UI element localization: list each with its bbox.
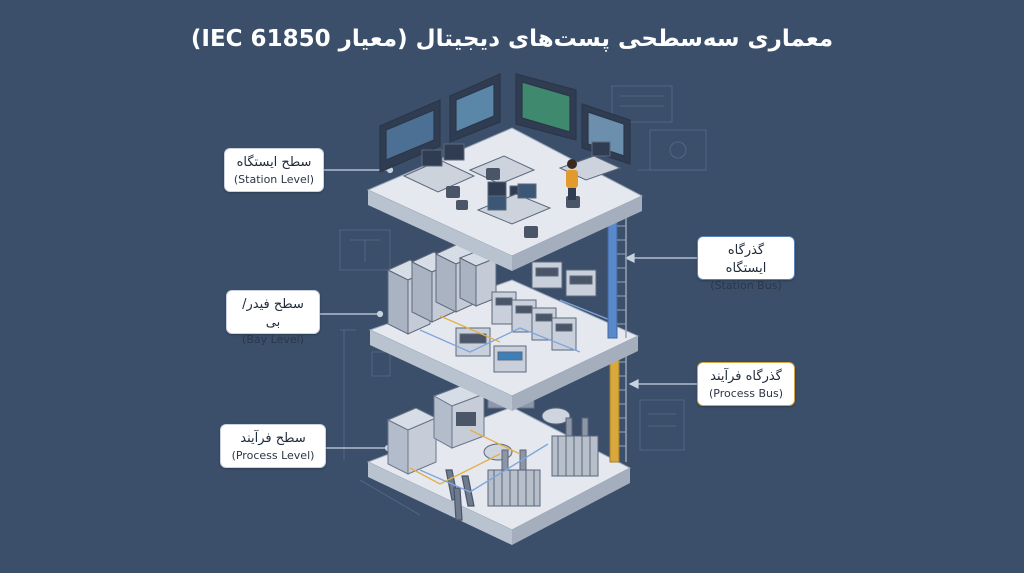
- station-level-label-fa: سطح ایستگاه: [236, 155, 312, 170]
- process-bus-label: گذرگاه فرآیند (Process Bus): [697, 362, 795, 406]
- process-wiring: [409, 429, 549, 493]
- station-bus-label-en: (Station Bus): [710, 279, 782, 292]
- process-level-label: سطح فرآیند (Process Level): [220, 424, 326, 468]
- process-level-label-fa: سطح فرآیند: [240, 431, 306, 446]
- station-bus-label: گذرگاه ایستگاه (Station Bus): [697, 236, 795, 292]
- bay-level-label-en: (Bay Level): [242, 333, 304, 346]
- bay-level-label: سطح فیدر/بی (Bay Level): [226, 290, 320, 346]
- process-level-platform: [366, 383, 632, 545]
- process-level-label-en: (Process Level): [231, 449, 315, 462]
- process-bus-label-en: (Process Bus): [708, 387, 784, 400]
- background-sketches: [339, 85, 707, 516]
- station-level-label: سطح ایستگاه (Station Level): [224, 148, 324, 192]
- station-bus-label-fa: گذرگاه ایستگاه: [725, 243, 767, 276]
- station-bus-ladder: [607, 213, 627, 339]
- bay-level-platform: [368, 243, 640, 411]
- process-bus-ladder: [609, 349, 627, 463]
- bay-level-label-fa: سطح فیدر/بی: [242, 297, 304, 330]
- bay-wiring: [419, 299, 611, 353]
- ied-devices: [455, 261, 597, 373]
- operator-figure: [566, 159, 578, 200]
- video-wall: [379, 73, 631, 173]
- leader-lines: [320, 166, 697, 452]
- transformers: [483, 407, 599, 507]
- process-bus-label-fa: گذرگاه فرآیند: [710, 369, 782, 384]
- process-cabinets: [386, 383, 486, 475]
- station-level-platform: [366, 73, 644, 271]
- station-level-label-en: (Station Level): [233, 173, 315, 186]
- page-title: معماری سه‌سطحی پست‌های دیجیتال (معیار IE…: [190, 26, 834, 52]
